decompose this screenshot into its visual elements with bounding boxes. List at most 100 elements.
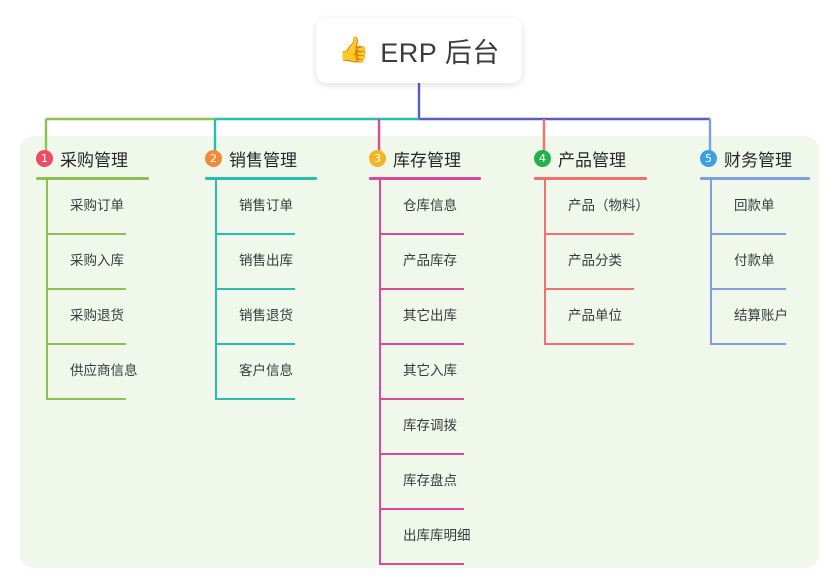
branch-spine-2 — [215, 180, 217, 400]
leaf-item-underline — [710, 288, 786, 290]
leaf-item-underline — [379, 288, 464, 290]
leaf-item-label: 销售退货 — [239, 308, 293, 323]
leaf-item-underline — [215, 343, 295, 345]
leaf-item-label: 采购退货 — [70, 308, 124, 323]
branch-badge-4: 4 — [534, 149, 551, 167]
leaf-item-underline — [46, 233, 126, 235]
branch-title-2: 销售管理 — [229, 150, 297, 170]
leaf-item[interactable]: 其它入库 — [379, 345, 529, 400]
leaf-item-label: 出库库明细 — [403, 528, 471, 543]
branch-column-5: 5 财务管理回款单付款单结算账户 — [700, 146, 820, 345]
branches-panel — [20, 136, 819, 568]
branch-title-3: 库存管理 — [393, 150, 461, 170]
leaf-item[interactable]: 库存盘点 — [379, 455, 529, 510]
branch-column-4: 4 产品管理产品（物料） 产品分类产品单位 — [534, 146, 689, 345]
leaf-item[interactable]: 库存调拨 — [379, 400, 529, 455]
leaf-item-underline — [544, 343, 634, 345]
branch-underline-5 — [700, 177, 810, 180]
branch-underline-2 — [205, 177, 317, 180]
leaf-item-label: 产品分类 — [568, 253, 622, 268]
leaf-item-label: 库存调拨 — [403, 418, 457, 433]
leaf-item-underline — [215, 288, 295, 290]
root-node[interactable]: 👍 ERP 后台 — [316, 18, 522, 83]
leaf-item-underline — [710, 343, 786, 345]
leaf-item-label: 销售出库 — [239, 253, 293, 268]
leaf-item-underline — [379, 233, 464, 235]
branch-badge-2: 2 — [205, 149, 222, 167]
branch-leaf-list-3: 仓库信息产品库存其它出库其它入库库存调拨库存盘点出库库明细 — [379, 180, 529, 565]
leaf-item[interactable]: 产品单位 — [544, 290, 689, 345]
leaf-item[interactable]: 结算账户 — [710, 290, 820, 345]
branch-header-4[interactable]: 4 产品管理 — [534, 146, 689, 170]
leaf-item-label: 结算账户 — [734, 308, 788, 323]
leaf-item[interactable]: 采购入库 — [46, 235, 186, 290]
branch-spine-4 — [544, 180, 546, 345]
leaf-item[interactable]: 客户信息 — [215, 345, 355, 400]
leaf-item-underline — [379, 343, 464, 345]
leaf-item[interactable]: 销售订单 — [215, 180, 355, 235]
branch-leaf-list-1: 采购订单采购入库采购退货供应商信息 — [46, 180, 186, 400]
leaf-item-underline — [379, 398, 464, 400]
branch-header-1[interactable]: 1 采购管理 — [36, 146, 186, 170]
leaf-item-label: 客户信息 — [239, 363, 293, 378]
leaf-item[interactable]: 采购订单 — [46, 180, 186, 235]
leaf-item-label: 产品单位 — [568, 308, 622, 323]
leaf-item-underline — [710, 233, 786, 235]
leaf-item[interactable]: 销售退货 — [215, 290, 355, 345]
branch-title-1: 采购管理 — [60, 150, 128, 170]
branch-leaf-list-2: 销售订单销售出库销售退货客户信息 — [215, 180, 355, 400]
leaf-item[interactable]: 付款单 — [710, 235, 820, 290]
leaf-item[interactable]: 其它出库 — [379, 290, 529, 345]
leaf-item-underline — [215, 233, 295, 235]
leaf-item-underline — [215, 398, 295, 400]
leaf-item-underline — [544, 288, 634, 290]
branch-underline-3 — [369, 177, 481, 180]
leaf-item-label: 采购订单 — [70, 198, 124, 213]
branch-underline-1 — [36, 177, 149, 180]
branch-spine-3 — [379, 180, 381, 565]
leaf-item-label: 回款单 — [734, 198, 775, 213]
leaf-item-label: 库存盘点 — [403, 473, 457, 488]
leaf-item-label: 销售订单 — [239, 198, 293, 213]
leaf-item-underline — [379, 453, 464, 455]
leaf-item-underline — [379, 508, 464, 510]
leaf-item[interactable]: 采购退货 — [46, 290, 186, 345]
branch-column-3: 3 库存管理仓库信息产品库存其它出库其它入库库存调拨库存盘点出库库明细 — [369, 146, 529, 565]
branch-badge-5: 5 — [700, 149, 717, 167]
branch-title-4: 产品管理 — [558, 150, 626, 170]
branch-header-3[interactable]: 3 库存管理 — [369, 146, 529, 170]
branch-header-2[interactable]: 2 销售管理 — [205, 146, 355, 170]
thumbs-up-icon: 👍 — [338, 36, 370, 64]
leaf-item[interactable]: 仓库信息 — [379, 180, 529, 235]
leaf-item[interactable]: 产品库存 — [379, 235, 529, 290]
leaf-item[interactable]: 销售出库 — [215, 235, 355, 290]
leaf-item-label: 付款单 — [734, 253, 775, 268]
branch-header-5[interactable]: 5 财务管理 — [700, 146, 820, 170]
leaf-item[interactable]: 产品分类 — [544, 235, 689, 290]
leaf-item[interactable]: 产品（物料） — [544, 180, 689, 235]
leaf-item[interactable]: 回款单 — [710, 180, 820, 235]
branch-badge-3: 3 — [369, 149, 386, 167]
leaf-item-underline — [46, 288, 126, 290]
leaf-item-label: 产品库存 — [403, 253, 457, 268]
branch-badge-1: 1 — [36, 149, 53, 167]
leaf-item[interactable]: 供应商信息 — [46, 345, 186, 400]
leaf-item[interactable]: 出库库明细 — [379, 510, 529, 565]
branch-underline-4 — [534, 177, 647, 180]
leaf-item-label: 其它出库 — [403, 308, 457, 323]
leaf-item-label: 产品（物料） — [568, 198, 649, 213]
leaf-item-label: 仓库信息 — [403, 198, 457, 213]
leaf-item-underline — [46, 343, 126, 345]
branch-column-2: 2 销售管理销售订单销售出库销售退货客户信息 — [205, 146, 355, 400]
branch-leaf-list-5: 回款单付款单结算账户 — [710, 180, 820, 345]
leaf-item-underline — [46, 398, 126, 400]
branch-column-1: 1 采购管理采购订单采购入库采购退货供应商信息 — [36, 146, 186, 400]
leaf-item-label: 供应商信息 — [70, 363, 138, 378]
branch-spine-5 — [710, 180, 712, 345]
branch-title-5: 财务管理 — [724, 150, 792, 170]
leaf-item-underline — [379, 563, 464, 565]
branch-spine-1 — [46, 180, 48, 400]
leaf-item-underline — [544, 233, 634, 235]
leaf-item-label: 采购入库 — [70, 253, 124, 268]
